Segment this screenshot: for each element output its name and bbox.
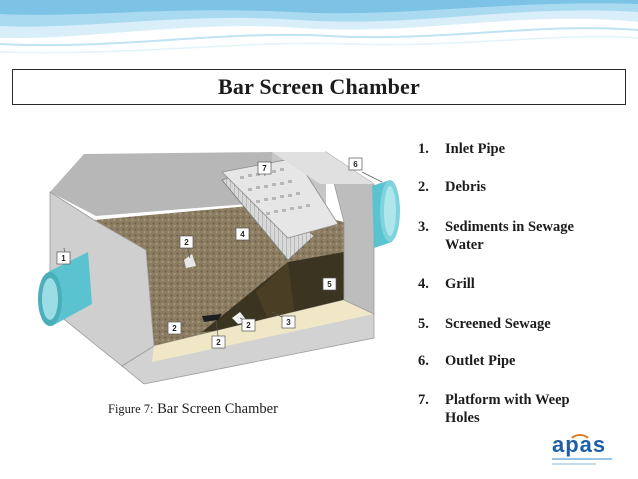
dark-channel xyxy=(256,262,296,328)
back-wall xyxy=(50,152,272,216)
tag-1: 1 xyxy=(56,247,71,265)
svg-text:1: 1 xyxy=(61,254,66,263)
svg-text:2: 2 xyxy=(172,324,177,333)
figure-caption-label: Figure 7: xyxy=(108,402,154,416)
svg-text:3: 3 xyxy=(286,318,291,327)
figure-caption-text: Bar Screen Chamber xyxy=(157,401,278,417)
legend-item-grill: 4. Grill xyxy=(418,275,633,293)
legend-number: 7. xyxy=(418,392,429,408)
slide-title: Bar Screen Chamber xyxy=(218,74,420,99)
right-wall-top xyxy=(272,152,374,184)
legend-number: 2. xyxy=(418,179,429,195)
tag-7: 7 xyxy=(257,161,272,177)
legend-item-debris: 2. Debris xyxy=(418,178,633,196)
tag-2c: 2 xyxy=(211,319,226,349)
svg-text:7: 7 xyxy=(262,164,267,173)
bar-screen-chamber-diagram: 1 2 2 2 2 3 4 xyxy=(26,132,404,386)
svg-text:apas: apas xyxy=(552,432,606,457)
tag-3: 3 xyxy=(271,311,296,329)
tag-6: 6 xyxy=(348,157,383,183)
legend-text: Platform with Weep Holes xyxy=(445,392,570,426)
legend-item-platform: 7. Platform with Weep Holes xyxy=(418,391,633,427)
legend-item-inlet-pipe: 1. Inlet Pipe xyxy=(418,140,633,158)
legend-text: Outlet Pipe xyxy=(445,353,516,369)
front-wall-top xyxy=(152,300,374,362)
legend-number: 3. xyxy=(418,219,429,235)
legend-item-outlet-pipe: 6. Outlet Pipe xyxy=(418,352,633,370)
outlet-pipe xyxy=(372,180,400,248)
svg-text:2: 2 xyxy=(246,321,251,330)
legend-item-screened-sewage: 5. Screened Sewage xyxy=(418,315,633,333)
svg-text:2: 2 xyxy=(184,238,189,247)
legend-text: Debris xyxy=(445,179,487,195)
legend-item-sediments: 3. Sediments in Sewage Water xyxy=(418,218,633,254)
apas-logo: apas xyxy=(552,432,612,465)
svg-text:4: 4 xyxy=(240,230,245,239)
legend-text: Inlet Pipe xyxy=(445,141,506,157)
legend-number: 4. xyxy=(418,276,429,292)
slide-title-box: Bar Screen Chamber xyxy=(12,69,626,105)
decorative-wave-header xyxy=(0,0,638,54)
figure-caption: Figure 7: Bar Screen Chamber xyxy=(108,401,278,418)
tag-2b: 2 xyxy=(167,321,187,335)
svg-text:6: 6 xyxy=(353,160,358,169)
legend-number: 5. xyxy=(418,316,429,332)
legend-text: Grill xyxy=(445,276,475,292)
inlet-pipe xyxy=(38,252,92,326)
tag-4: 4 xyxy=(235,227,251,241)
legend-number: 1. xyxy=(418,141,429,157)
tag-5: 5 xyxy=(321,277,337,291)
svg-text:2: 2 xyxy=(216,338,221,347)
tag-2d: 2 xyxy=(239,317,256,332)
legend-text: Screened Sewage xyxy=(445,316,551,332)
legend-text: Sediments in Sewage Water xyxy=(445,219,574,253)
svg-text:5: 5 xyxy=(327,280,332,289)
legend-number: 6. xyxy=(418,353,429,369)
weep-holes xyxy=(240,168,310,215)
tag-2a: 2 xyxy=(179,235,194,259)
